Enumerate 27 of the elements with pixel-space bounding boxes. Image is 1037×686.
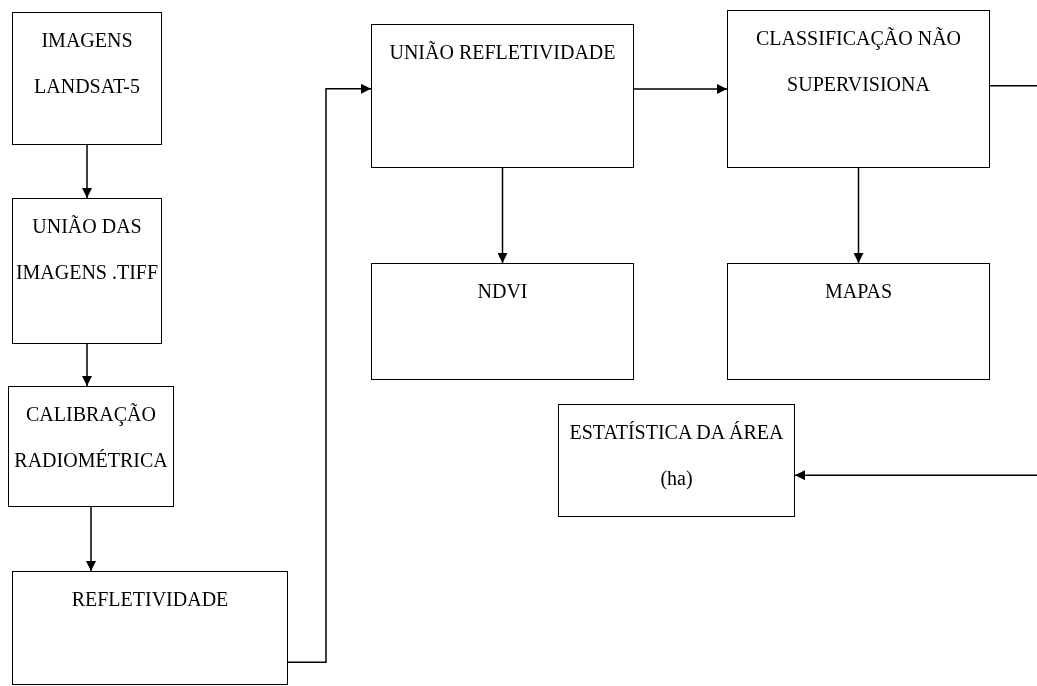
box-label: UNIÃO REFLETIVIDADE: [388, 40, 617, 65]
arrow: [82, 343, 92, 387]
arrow: [86, 506, 96, 572]
box-label: MAPAS: [823, 279, 894, 304]
connector-line: [989, 85, 1037, 87]
process-box: [12, 198, 162, 344]
box-label: ESTATÍSTICA DA ÁREA (ha): [568, 420, 785, 492]
process-box: [371, 263, 634, 380]
process-box: [727, 10, 990, 168]
process-box: [12, 12, 162, 145]
arrow: [633, 84, 728, 94]
process-box: [8, 386, 174, 507]
box-label: UNIÃO DAS IMAGENS .TIFF: [15, 214, 159, 285]
arrow: [794, 470, 1037, 481]
process-box: [558, 404, 795, 517]
arrow: [82, 144, 92, 199]
arrow: [497, 167, 508, 264]
process-box: [727, 263, 990, 380]
arrow: [287, 83, 372, 663]
box-label: CALIBRAÇÃO RADIOMÉTRICA: [13, 402, 169, 473]
box-label: CLASSIFICAÇÃO NÃO SUPERVISIONA: [755, 26, 962, 97]
process-box: [12, 571, 288, 685]
box-label: NDVI: [476, 279, 529, 304]
process-box: [371, 24, 634, 168]
box-label: IMAGENS LANDSAT-5: [33, 28, 141, 99]
arrow: [853, 167, 864, 264]
box-label: REFLETIVIDADE: [70, 587, 230, 612]
